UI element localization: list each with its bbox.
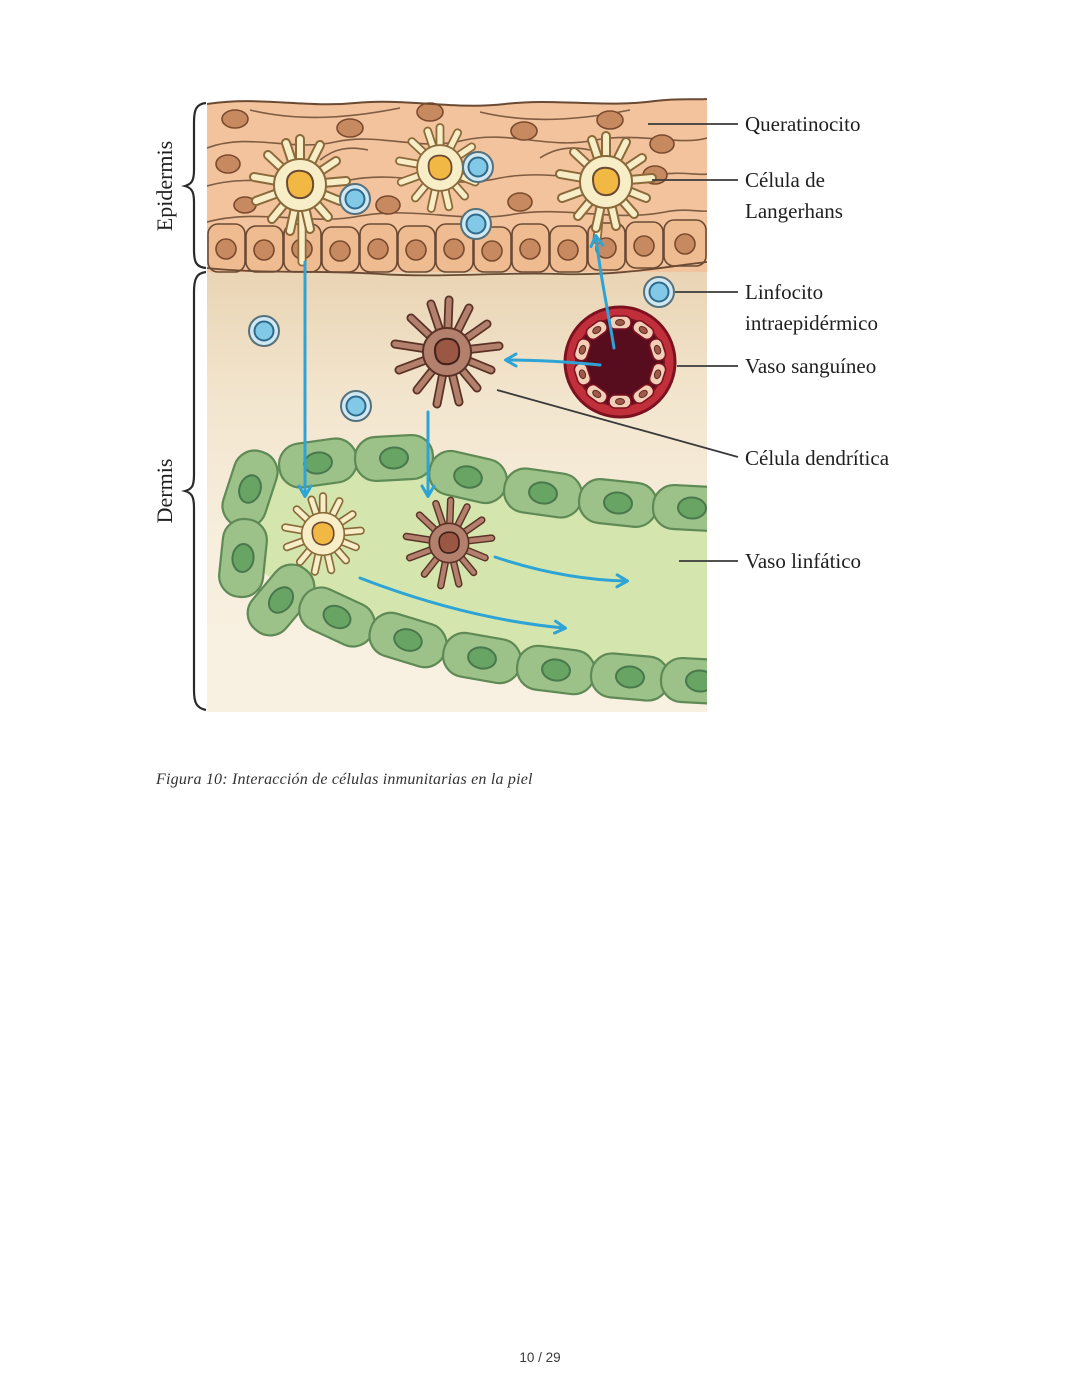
- label-celula-dendritica: Célula dendrítica: [745, 446, 890, 470]
- label-linfocito-2: intraepidérmico: [745, 311, 878, 335]
- label-vaso-linfatico: Vaso linfático: [745, 549, 861, 573]
- epidermis-brace: [181, 101, 207, 270]
- label-dermis: Dermis: [152, 459, 177, 524]
- celula-dendritica-line: [496, 389, 739, 458]
- dermis-brace: [181, 270, 207, 712]
- lymphatic-vessel: [215, 432, 707, 707]
- migration-arrows: [297, 234, 629, 635]
- label-celula-de-langerhans-2: Langerhans: [745, 199, 843, 223]
- label-queratinocito: Queratinocito: [745, 112, 860, 136]
- endothelial-cells: [573, 315, 667, 409]
- label-linfocito-1: Linfocito: [745, 280, 823, 304]
- callout-lines: [496, 123, 739, 562]
- label-epidermis: Epidermis: [152, 141, 177, 231]
- blood-vessel: [563, 305, 677, 419]
- label-celula-de-langerhans-1: Célula de: [745, 168, 825, 192]
- page-number: 10 / 29: [519, 1350, 561, 1365]
- region-braces: [181, 101, 207, 712]
- figure-caption: Figura 10: Interacción de células inmuni…: [156, 771, 533, 788]
- basal-cells: [207, 219, 707, 277]
- label-vaso-sanguineo: Vaso sanguíneo: [745, 354, 876, 378]
